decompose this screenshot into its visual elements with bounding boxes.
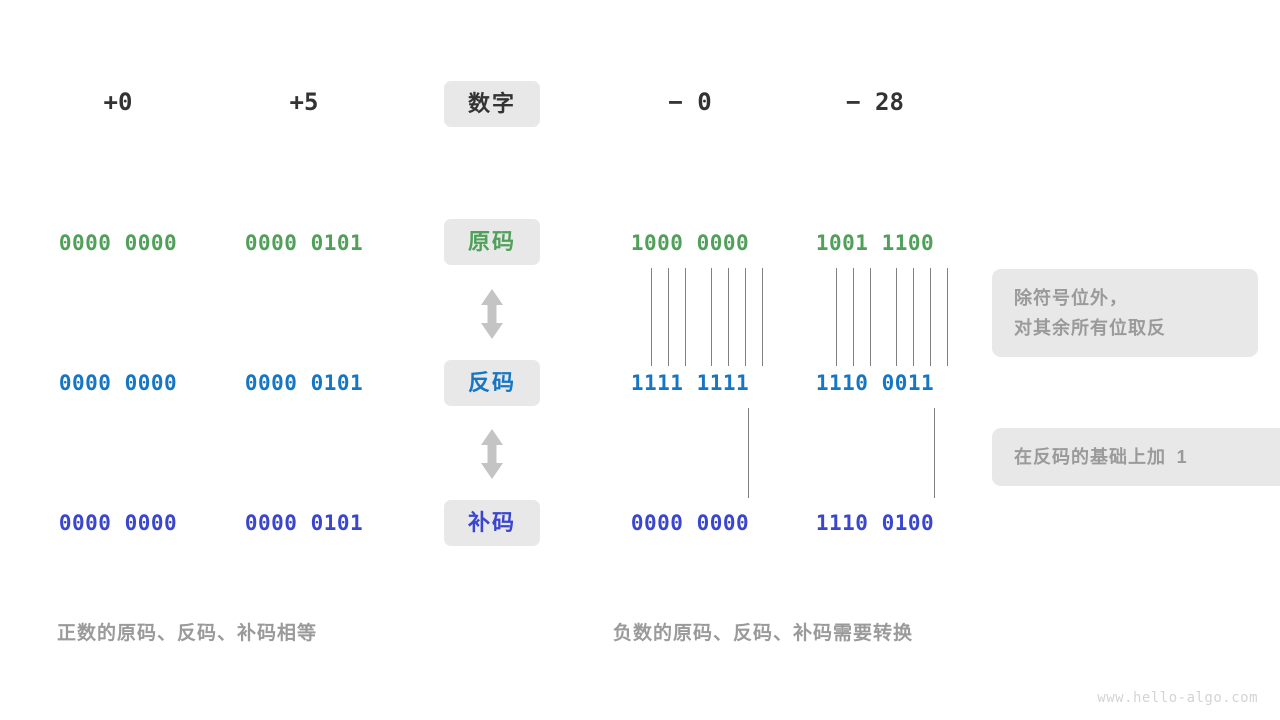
cell-yuanma-plus-five: 0000 0101 [244,231,364,255]
connector-line [896,268,897,366]
arrow-fanma-to-buma-icon [477,428,507,480]
note-add-one: 在反码的基础上加 1 [992,428,1280,486]
column-header-minus-twentyeight: − 28 [846,88,904,116]
cell-buma-minus-twentyeight: 1110 0100 [815,511,935,535]
connector-line [836,268,837,366]
connector-line [711,268,712,366]
column-header-plus-zero: +0 [103,88,133,116]
cell-fanma-plus-zero: 0000 0000 [58,371,178,395]
cell-buma-plus-zero: 0000 0000 [58,511,178,535]
column-header-minus-zero: − 0 [668,88,712,116]
arrow-yuanma-to-fanma-icon [477,288,507,340]
cell-yuanma-plus-zero: 0000 0000 [58,231,178,255]
badge-yuanma: 原码 [444,219,540,265]
connector-line [728,268,729,366]
connector-line [668,268,669,366]
cell-fanma-plus-five: 0000 0101 [244,371,364,395]
badge-fanma: 反码 [444,360,540,406]
connector-line [748,408,749,498]
note-invert-bits: 除符号位外， 对其余所有位取反 [992,269,1258,357]
badge-buma: 补码 [444,500,540,546]
connector-line [947,268,948,366]
cell-buma-minus-zero: 0000 0000 [630,511,750,535]
caption-positive: 正数的原码、反码、补码相等 [57,623,318,644]
connector-line [853,268,854,366]
connector-line [934,408,935,498]
connector-line [745,268,746,366]
cell-yuanma-minus-twentyeight: 1001 1100 [815,231,935,255]
cell-yuanma-minus-zero: 1000 0000 [630,231,750,255]
column-header-plus-five: +5 [289,88,319,116]
cell-buma-plus-five: 0000 0101 [244,511,364,535]
connector-line [685,268,686,366]
cell-fanma-minus-twentyeight: 1110 0011 [815,371,935,395]
cell-fanma-minus-zero: 1111 1111 [630,371,750,395]
connector-line [930,268,931,366]
badge-number: 数字 [444,81,540,127]
connector-line [762,268,763,366]
watermark: www.hello-algo.com [1097,690,1258,706]
connector-line [913,268,914,366]
connector-line [870,268,871,366]
caption-negative: 负数的原码、反码、补码需要转换 [613,623,914,644]
connector-line [651,268,652,366]
